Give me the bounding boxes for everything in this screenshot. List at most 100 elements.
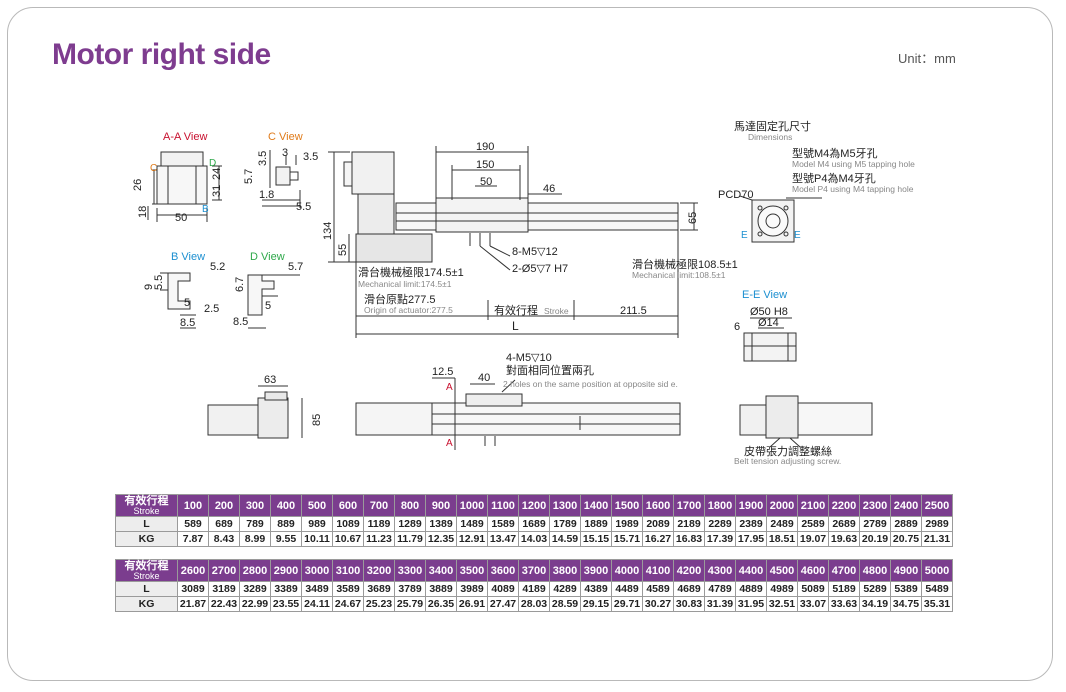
motor-flange-view: [739, 195, 822, 243]
table2-stroke-7: 3300: [394, 559, 426, 582]
table2-stroke-1: 2700: [208, 559, 240, 582]
dim-b-5-5: 5.5: [153, 275, 165, 290]
table1-cell: 8.43: [208, 531, 240, 547]
table1-cell: 1389: [425, 516, 457, 532]
table1-cell: 2689: [828, 516, 860, 532]
table1-stroke-3: 400: [270, 494, 302, 517]
table-2-stroke-label-en: Stroke: [133, 570, 160, 581]
table1-cell: 12.91: [456, 531, 488, 547]
table1-cell: 10.11: [301, 531, 333, 547]
table2-cell: 33.63: [828, 596, 860, 612]
dim-aa-50: 50: [175, 212, 187, 224]
table1-cell: 689: [208, 516, 240, 532]
table1-cell: 989: [301, 516, 333, 532]
table2-cell: 5089: [797, 581, 829, 597]
label-front-m5: 4-M5▽10: [506, 352, 552, 364]
label-mech-left-cn: 滑台機械極限174.5±1: [358, 265, 464, 279]
table1-cell: 1989: [611, 516, 643, 532]
table1-stroke-19: 2000: [766, 494, 798, 517]
label-dowel-holes: 2-Ø5▽7 H7: [512, 263, 568, 275]
label-motor-dim-en: Dimensions: [748, 132, 792, 142]
dim-b-8-5: 8.5: [180, 317, 195, 329]
label-belt-cn: 皮帶張力調整螺絲: [744, 444, 832, 458]
table1-cell: 16.83: [673, 531, 705, 547]
label-ee-phi14: Ø14: [758, 317, 779, 329]
table2-cell: 26.35: [425, 596, 457, 612]
dim-b-5: 5: [184, 297, 190, 309]
table2-stroke-2: 2800: [239, 559, 271, 582]
table2-cell: 4889: [735, 581, 767, 597]
table1-stroke-17: 1800: [704, 494, 736, 517]
marker-a-top: A: [446, 382, 453, 393]
marker-a-bottom: A: [446, 438, 453, 449]
table2-stroke-22: 4800: [859, 559, 891, 582]
table1-cell: 17.39: [704, 531, 736, 547]
table2-cell: 25.79: [394, 596, 426, 612]
table1-stroke-2: 300: [239, 494, 271, 517]
label-ee-phi50: Ø50 H8: [750, 306, 788, 318]
table1-cell: 11.79: [394, 531, 426, 547]
table-1-stroke-label-en: Stroke: [133, 505, 160, 516]
table1-cell: 16.27: [642, 531, 674, 547]
table2-cell: 3489: [301, 581, 333, 597]
table-1-stroke-label-cn: 有效行程: [124, 494, 169, 507]
table2-cell: 26.91: [456, 596, 488, 612]
table1-cell: 1289: [394, 516, 426, 532]
table2-cell: 5489: [921, 581, 953, 597]
table1-stroke-13: 1400: [580, 494, 612, 517]
table1-stroke-10: 1100: [487, 494, 519, 517]
table2-stroke-0: 2600: [177, 559, 209, 582]
marker-d: D: [209, 158, 216, 169]
table2-cell: 33.07: [797, 596, 829, 612]
belt-view: [739, 395, 873, 448]
table2-stroke-8: 3400: [425, 559, 457, 582]
dim-main-150: 150: [476, 159, 494, 171]
dim-aa-18: 18: [137, 206, 149, 218]
unit-label: Unit：mm: [898, 51, 956, 66]
table2-cell: 3589: [332, 581, 364, 597]
table2-cell: 22.99: [239, 596, 271, 612]
table2-cell: 4189: [518, 581, 550, 597]
dim-ee-6: 6: [734, 321, 740, 333]
ee-view: [743, 317, 797, 362]
table2-cell: 21.87: [177, 596, 209, 612]
c-view: [262, 150, 301, 208]
table2-stroke-20: 4600: [797, 559, 829, 582]
table1-cell: 8.99: [239, 531, 271, 547]
table1-cell: 2989: [921, 516, 953, 532]
table1-cell: 14.59: [549, 531, 581, 547]
table2-cell: 3289: [239, 581, 271, 597]
table1-cell: 7.87: [177, 531, 209, 547]
table1-stroke-8: 900: [425, 494, 457, 517]
table2-cell: 4489: [611, 581, 643, 597]
table2-stroke-15: 4100: [642, 559, 674, 582]
table1-stroke-18: 1900: [735, 494, 767, 517]
table1-cell: 11.23: [363, 531, 395, 547]
page-frame: [7, 7, 1053, 681]
table1-cell: 1589: [487, 516, 519, 532]
front-main-view: [355, 377, 681, 450]
table1-stroke-21: 2200: [828, 494, 860, 517]
dim-front-63: 63: [264, 374, 276, 386]
table-2-stroke-label: 有效行程 Stroke: [115, 559, 178, 582]
table2-cell: 31.95: [735, 596, 767, 612]
dim-front-12-5: 12.5: [432, 366, 453, 378]
b-view: [160, 272, 196, 329]
label-length: L: [512, 319, 519, 333]
table2-stroke-9: 3500: [456, 559, 488, 582]
table2-stroke-16: 4200: [673, 559, 705, 582]
marker-e-left: E: [741, 230, 748, 241]
label-mech-right-cn: 滑台機械極限108.5±1: [632, 257, 738, 271]
table2-cell: 34.19: [859, 596, 891, 612]
dim-b-5-2: 5.2: [210, 261, 225, 273]
label-origin-en: Origin of actuator:277.5: [364, 305, 453, 315]
table1-stroke-14: 1500: [611, 494, 643, 517]
table2-cell: 3389: [270, 581, 302, 597]
table1-cell: 2289: [704, 516, 736, 532]
table2-cell: 29.71: [611, 596, 643, 612]
table1-cell: 2589: [797, 516, 829, 532]
